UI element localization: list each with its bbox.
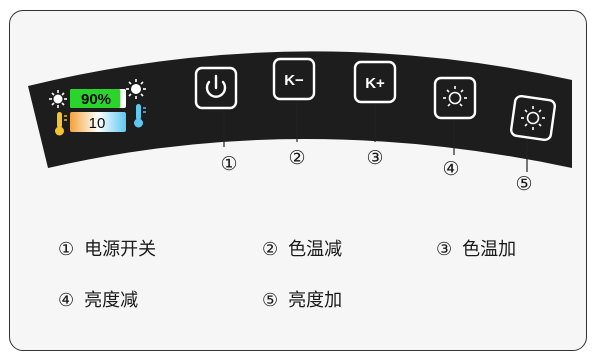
callout-4: ④ — [442, 158, 459, 180]
callout-2: ② — [288, 147, 305, 169]
legend-number: ② — [262, 239, 279, 260]
sun-large-icon — [126, 79, 146, 99]
legend-item-power: ① 电源开关 — [58, 235, 156, 261]
brightness-value: 90% — [81, 91, 111, 108]
color-temp-up-label: K+ — [365, 75, 385, 92]
brightness-down-button[interactable] — [433, 76, 477, 120]
color-temp-down-label: K− — [284, 72, 304, 89]
legend-item-temp-down: ② 色温减 — [262, 235, 342, 261]
callout-3: ③ — [366, 147, 383, 169]
callout-5: ⑤ — [515, 173, 532, 195]
legend-text: 色温减 — [288, 239, 343, 260]
legend-number: ① — [58, 239, 75, 260]
brightness-up-button[interactable] — [509, 94, 557, 142]
legend-text: 电源开关 — [84, 239, 157, 260]
color-temp-up-button[interactable]: K+ — [353, 60, 397, 104]
color-temp-value: 10 — [89, 115, 106, 132]
legend-text: 亮度加 — [288, 290, 343, 311]
legend-item-brightness-down: ④ 亮度减 — [58, 286, 138, 312]
power-icon — [205, 74, 227, 98]
sun-small-icon — [49, 90, 67, 108]
legend-item-temp-up: ③ 色温加 — [436, 235, 516, 261]
callout-lines — [223, 102, 528, 172]
brightness-bar-fill — [70, 89, 121, 108]
legend-text: 亮度减 — [84, 290, 139, 311]
color-temp-down-button[interactable]: K− — [272, 57, 316, 101]
sun-outline-icon — [443, 86, 467, 107]
sun-bright-icon — [521, 106, 545, 130]
legend-number: ④ — [58, 290, 75, 311]
callout-1: ① — [220, 153, 237, 175]
display-screen: 90% 10 — [49, 79, 146, 136]
legend-text: 色温加 — [462, 239, 517, 260]
thermometer-warm-icon — [55, 112, 67, 136]
color-temp-bar — [70, 112, 126, 132]
legend-item-brightness-up: ⑤ 亮度加 — [262, 286, 342, 312]
legend-number: ③ — [436, 239, 453, 260]
legend-number: ⑤ — [262, 290, 279, 311]
power-button[interactable] — [194, 66, 238, 110]
thermometer-cool-icon — [134, 104, 146, 128]
